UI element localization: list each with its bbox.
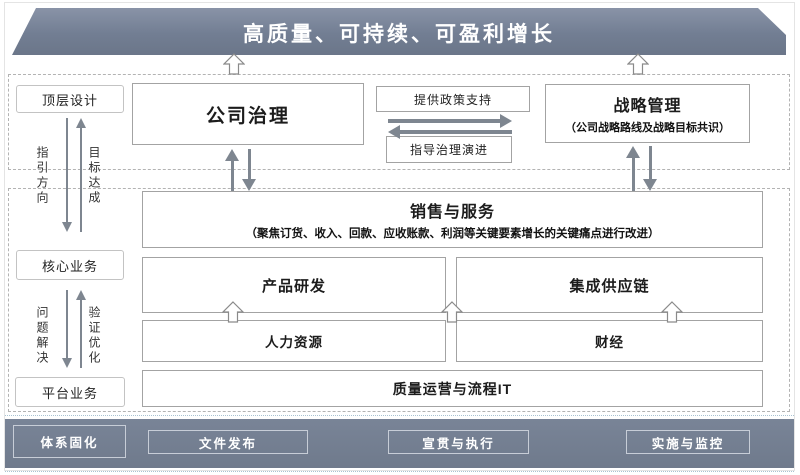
hollow-up-arrow-icon <box>223 53 245 75</box>
bottom-bar-item-monitor: 实施与监控 <box>626 430 750 454</box>
finance-label: 财经 <box>595 335 624 350</box>
bottom-bar-item-solidify: 体系固化 <box>13 425 126 458</box>
up-arrow-icon <box>76 118 86 232</box>
down-arrow-icon <box>62 118 72 232</box>
platform-business-label: 平台业务 <box>41 385 98 401</box>
platform-business-box: 平台业务 <box>15 377 125 407</box>
top-design-section <box>8 74 790 170</box>
down-arrow-icon <box>62 290 72 368</box>
down-arrow-icon <box>242 149 256 191</box>
governance-box: 公司治理 <box>132 83 364 145</box>
rail-label-verify-optimize: 验证优化 <box>87 306 101 366</box>
bottom-bar-wrapper: 体系固化 文件发布 宣贯与执行 实施与监控 <box>5 415 794 472</box>
bottom-bar-item-release: 文件发布 <box>148 430 308 454</box>
banner-title: 高质量、可持续、可盈利增长 <box>243 22 555 46</box>
up-arrow-icon <box>225 149 239 191</box>
banner: 高质量、可持续、可盈利增长 <box>12 8 786 55</box>
up-arrow-icon <box>626 146 640 191</box>
rail-label-guide-direction: 指引方向 <box>35 146 49 206</box>
hollow-up-arrow-icon <box>441 301 463 323</box>
quality-it-label: 质量运营与流程IT <box>392 380 513 397</box>
right-arrow-icon <box>388 114 512 128</box>
hollow-up-arrow-icon <box>627 53 649 75</box>
top-design-label: 顶层设计 <box>41 92 98 108</box>
strategy-subtitle: （公司战略路线及战略目标共识） <box>565 122 730 134</box>
bottom-bar-item-execute: 宣贯与执行 <box>388 430 529 454</box>
bottom-bar-item-label: 体系固化 <box>40 436 99 450</box>
product-rnd-label: 产品研发 <box>261 277 326 295</box>
bottom-bar-item-label: 实施与监控 <box>651 436 725 451</box>
hr-label: 人力资源 <box>265 335 323 350</box>
up-arrow-icon <box>76 290 86 368</box>
quality-it-box: 质量运营与流程IT <box>142 370 763 407</box>
core-business-section <box>8 188 790 412</box>
finance-box: 财经 <box>456 320 763 362</box>
supply-chain-label: 集成供应链 <box>569 277 650 295</box>
guide-evolution-box: 指导治理演进 <box>386 136 512 163</box>
strategy-title: 战略管理 <box>613 98 682 115</box>
bottom-bar-item-label: 宣贯与执行 <box>422 436 495 451</box>
bottom-bar-item-label: 文件发布 <box>198 436 257 451</box>
outer-frame <box>4 2 795 471</box>
policy-support-label: 提供政策支持 <box>413 92 492 107</box>
governance-label: 公司治理 <box>205 105 290 127</box>
hr-box: 人力资源 <box>142 320 446 362</box>
policy-support-box: 提供政策支持 <box>376 86 530 112</box>
rail-label-goal-achievement: 目标达成 <box>87 146 101 206</box>
bottom-bar: 体系固化 文件发布 宣贯与执行 实施与监控 <box>5 419 794 468</box>
strategy-box: 战略管理 （公司战略路线及战略目标共识） <box>545 84 750 143</box>
hollow-up-arrow-icon <box>222 301 244 323</box>
top-design-box: 顶层设计 <box>16 85 124 113</box>
guide-evolution-label: 指导治理演进 <box>409 143 488 157</box>
sales-services-subtitle: （聚焦订货、收入、回款、应收账款、利润等关键要素增长的关键痛点进行改进） <box>245 228 660 240</box>
core-business-box: 核心业务 <box>16 250 124 280</box>
rail-label-problem-solving: 问题解决 <box>35 306 49 366</box>
supply-chain-box: 集成供应链 <box>456 257 763 313</box>
hollow-up-arrow-icon <box>661 301 683 323</box>
core-business-label: 核心业务 <box>41 258 98 274</box>
sales-services-box: 销售与服务 （聚焦订货、收入、回款、应收账款、利润等关键要素增长的关键痛点进行改… <box>142 191 763 248</box>
left-arrow-icon <box>388 125 512 139</box>
down-arrow-icon <box>643 146 657 191</box>
sales-services-title: 销售与服务 <box>409 204 495 221</box>
product-rnd-box: 产品研发 <box>142 257 446 313</box>
